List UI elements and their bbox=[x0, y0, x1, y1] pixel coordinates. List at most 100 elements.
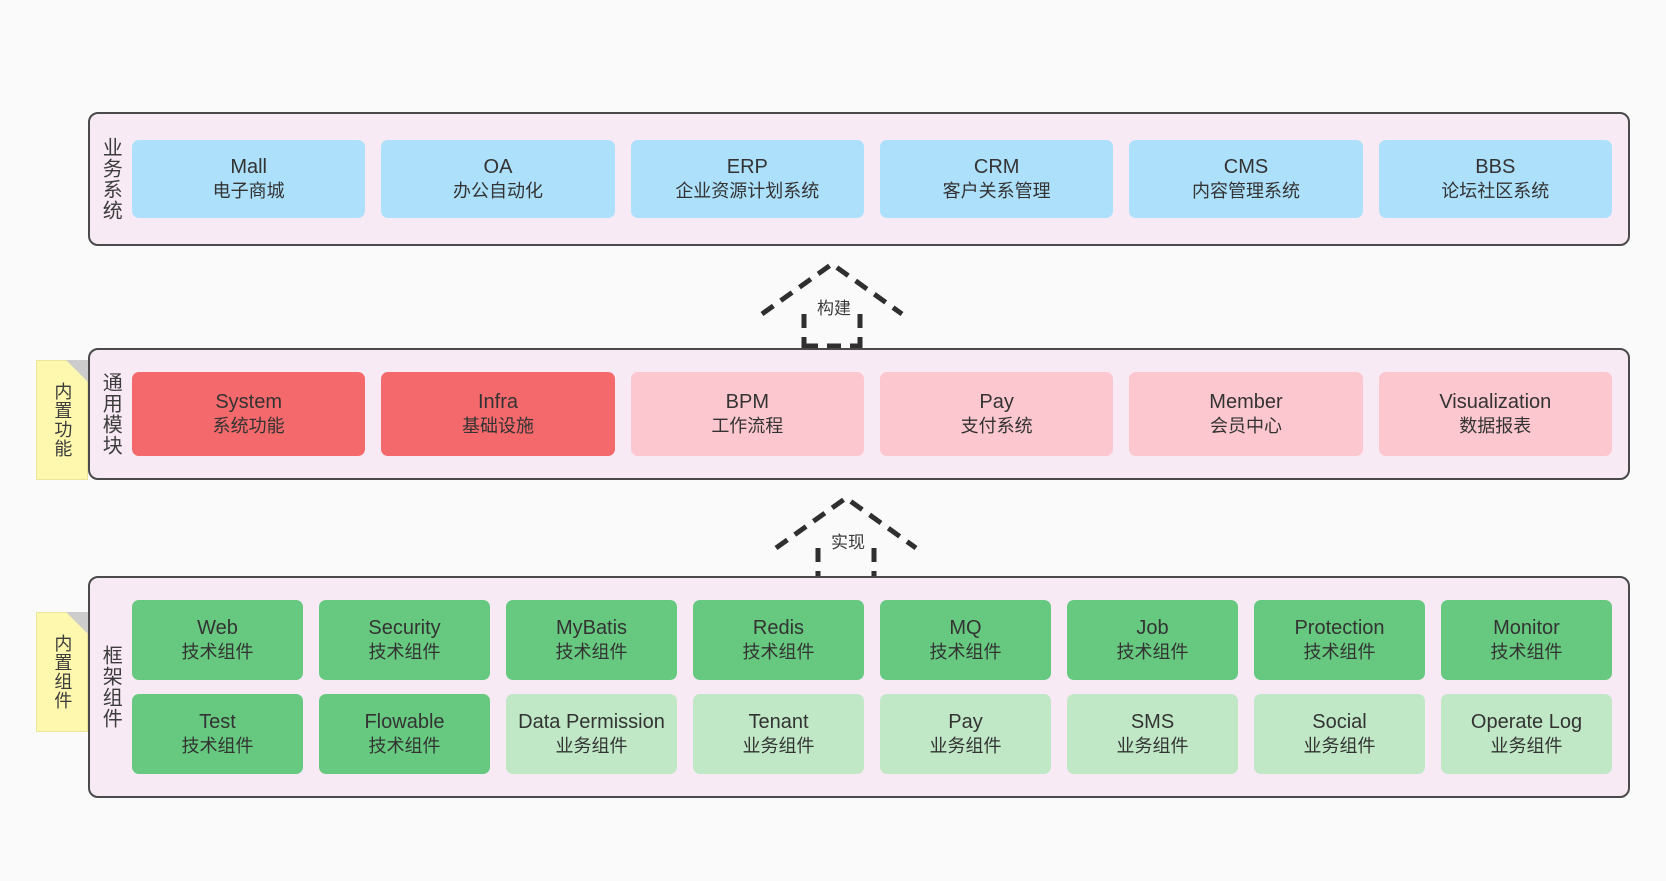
card-title: Security bbox=[368, 616, 441, 639]
card-infra[interactable]: Infra 基础设施 bbox=[381, 372, 615, 456]
card-subtitle: 业务组件 bbox=[742, 736, 815, 757]
card-title: System bbox=[215, 390, 282, 413]
card-subtitle: 内容管理系统 bbox=[1191, 181, 1300, 202]
card-title: BBS bbox=[1475, 155, 1516, 178]
card-subtitle: 业务组件 bbox=[1490, 736, 1563, 757]
card-subtitle: 工作流程 bbox=[711, 416, 784, 437]
card-mall[interactable]: Mall 电子商城 bbox=[132, 140, 366, 218]
card-erp[interactable]: ERP 企业资源计划系统 bbox=[630, 140, 864, 218]
connector-implement-label: 实现 bbox=[831, 533, 865, 552]
card-subtitle: 办公自动化 bbox=[452, 181, 543, 202]
card-subtitle: 技术组件 bbox=[742, 642, 815, 663]
connector-build-label: 构建 bbox=[817, 299, 851, 318]
card-title: MyBatis bbox=[555, 616, 628, 639]
card-title: Pay bbox=[979, 390, 1014, 413]
card-title: Visualization bbox=[1439, 390, 1552, 413]
card-protection[interactable]: Protection 技术组件 bbox=[1254, 600, 1425, 680]
card-pay[interactable]: Pay 支付系统 bbox=[879, 372, 1114, 456]
sticky-note-builtin-component: 内置组件 bbox=[36, 612, 88, 732]
card-title: Test bbox=[199, 710, 236, 733]
card-subtitle: 技术组件 bbox=[1116, 642, 1189, 663]
card-row: Test 技术组件 Flowable 技术组件 Data Permission … bbox=[132, 694, 1612, 774]
card-subtitle: 数据报表 bbox=[1459, 416, 1532, 437]
card-subtitle: 技术组件 bbox=[555, 642, 628, 663]
card-subtitle: 技术组件 bbox=[368, 642, 441, 663]
card-system[interactable]: System 系统功能 bbox=[132, 372, 366, 456]
layer-framework-component: 框架组件 Web 技术组件 Security 技术组件 MyBatis 技术组件… bbox=[88, 576, 1630, 798]
card-title: Operate Log bbox=[1470, 710, 1583, 733]
card-title: Social bbox=[1312, 710, 1367, 733]
card-title: ERP bbox=[726, 155, 768, 178]
layer-general-module: 通用模块 System 系统功能 Infra 基础设施 BPM 工作流程 Pay… bbox=[88, 348, 1630, 480]
card-subtitle: 论坛社区系统 bbox=[1441, 181, 1550, 202]
card-title: Monitor bbox=[1493, 616, 1560, 639]
card-subtitle: 业务组件 bbox=[555, 736, 628, 757]
card-title: MQ bbox=[949, 616, 982, 639]
card-operate-log[interactable]: Operate Log 业务组件 bbox=[1441, 694, 1612, 774]
card-visualization[interactable]: Visualization 数据报表 bbox=[1378, 372, 1612, 456]
card-data-permission[interactable]: Data Permission 业务组件 bbox=[506, 694, 677, 774]
card-flowable[interactable]: Flowable 技术组件 bbox=[319, 694, 490, 774]
card-row: Mall 电子商城 OA 办公自动化 ERP 企业资源计划系统 CRM 客户关系… bbox=[132, 140, 1612, 218]
card-subtitle: 技术组件 bbox=[181, 642, 254, 663]
card-title: Data Permission bbox=[518, 710, 665, 733]
card-title: BPM bbox=[725, 390, 769, 413]
layer-caption-business-system: 业务系统 bbox=[99, 137, 122, 221]
card-subtitle: 系统功能 bbox=[212, 416, 285, 437]
card-subtitle: 支付系统 bbox=[960, 416, 1033, 437]
card-subtitle: 电子商城 bbox=[212, 181, 285, 202]
card-title: Flowable bbox=[364, 710, 445, 733]
card-bpm[interactable]: BPM 工作流程 bbox=[630, 372, 864, 456]
card-title: Pay bbox=[948, 710, 983, 733]
card-subtitle: 技术组件 bbox=[181, 736, 254, 757]
card-title: Mall bbox=[230, 155, 267, 178]
card-title: CRM bbox=[973, 155, 1020, 178]
card-pay-business[interactable]: Pay 业务组件 bbox=[880, 694, 1051, 774]
card-crm[interactable]: CRM 客户关系管理 bbox=[879, 140, 1114, 218]
layer-caption-framework-component: 框架组件 bbox=[99, 645, 122, 729]
card-test[interactable]: Test 技术组件 bbox=[132, 694, 303, 774]
card-security[interactable]: Security 技术组件 bbox=[319, 600, 490, 680]
card-subtitle: 技术组件 bbox=[929, 642, 1002, 663]
sticky-fold-corner-icon bbox=[66, 360, 88, 382]
card-cms[interactable]: CMS 内容管理系统 bbox=[1129, 140, 1363, 218]
card-title: Web bbox=[197, 616, 238, 639]
card-web[interactable]: Web 技术组件 bbox=[132, 600, 303, 680]
card-subtitle: 技术组件 bbox=[1490, 642, 1563, 663]
layer-body-framework-component: Web 技术组件 Security 技术组件 MyBatis 技术组件 Redi… bbox=[130, 578, 1628, 796]
card-tenant[interactable]: Tenant 业务组件 bbox=[693, 694, 864, 774]
card-mq[interactable]: MQ 技术组件 bbox=[880, 600, 1051, 680]
card-title: SMS bbox=[1130, 710, 1175, 733]
layer-business-system: 业务系统 Mall 电子商城 OA 办公自动化 ERP 企业资源计划系统 CRM… bbox=[88, 112, 1630, 246]
card-row: Web 技术组件 Security 技术组件 MyBatis 技术组件 Redi… bbox=[132, 600, 1612, 680]
card-subtitle: 会员中心 bbox=[1209, 416, 1282, 437]
card-row: System 系统功能 Infra 基础设施 BPM 工作流程 Pay 支付系统… bbox=[132, 372, 1612, 456]
card-mybatis[interactable]: MyBatis 技术组件 bbox=[506, 600, 677, 680]
card-title: Infra bbox=[477, 390, 518, 413]
sticky-note-label: 内置功能 bbox=[52, 382, 73, 458]
sticky-fold-corner-icon bbox=[66, 612, 88, 634]
card-title: OA bbox=[483, 155, 513, 178]
card-sms[interactable]: SMS 业务组件 bbox=[1067, 694, 1238, 774]
card-title: Tenant bbox=[748, 710, 809, 733]
sticky-note-builtin-function: 内置功能 bbox=[36, 360, 88, 480]
sticky-note-label: 内置组件 bbox=[52, 634, 73, 710]
layer-body-business-system: Mall 电子商城 OA 办公自动化 ERP 企业资源计划系统 CRM 客户关系… bbox=[130, 114, 1628, 244]
card-title: Redis bbox=[752, 616, 805, 639]
card-redis[interactable]: Redis 技术组件 bbox=[693, 600, 864, 680]
card-bbs[interactable]: BBS 论坛社区系统 bbox=[1378, 140, 1612, 218]
card-subtitle: 客户关系管理 bbox=[942, 181, 1051, 202]
card-member[interactable]: Member 会员中心 bbox=[1129, 372, 1363, 456]
card-job[interactable]: Job 技术组件 bbox=[1067, 600, 1238, 680]
card-oa[interactable]: OA 办公自动化 bbox=[381, 140, 615, 218]
card-subtitle: 业务组件 bbox=[929, 736, 1002, 757]
card-social[interactable]: Social 业务组件 bbox=[1254, 694, 1425, 774]
card-subtitle: 企业资源计划系统 bbox=[675, 181, 820, 202]
card-title: Member bbox=[1209, 390, 1283, 413]
card-monitor[interactable]: Monitor 技术组件 bbox=[1441, 600, 1612, 680]
layer-body-general-module: System 系统功能 Infra 基础设施 BPM 工作流程 Pay 支付系统… bbox=[130, 350, 1628, 478]
card-subtitle: 业务组件 bbox=[1116, 736, 1189, 757]
card-title: Job bbox=[1136, 616, 1169, 639]
card-subtitle: 业务组件 bbox=[1303, 736, 1376, 757]
